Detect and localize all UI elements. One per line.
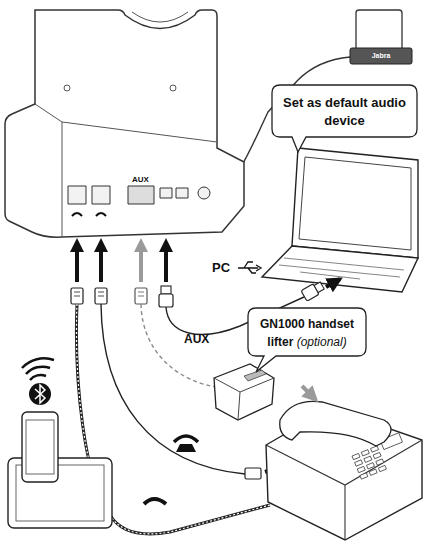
cable-plugs <box>135 288 147 304</box>
phone-symbols <box>144 499 166 504</box>
cable-plugs <box>74 292 80 296</box>
desk-phone <box>367 463 375 469</box>
node-body: Set as default audio device <box>272 85 417 137</box>
laptop <box>262 246 418 292</box>
handset-lifter <box>214 378 274 420</box>
wall-outlet <box>350 48 412 64</box>
port-arrows <box>70 238 173 282</box>
cable-plugs <box>159 294 173 307</box>
cable-plugs <box>71 288 83 304</box>
callout-text: Set as default audio device <box>283 95 406 128</box>
laptop <box>299 157 411 250</box>
base-station <box>5 10 244 237</box>
speech-bubble <box>248 308 366 372</box>
phone-symbols <box>176 444 196 452</box>
speech-bubble <box>248 308 366 372</box>
node-body: GN1000 handset lifter(optional) <box>248 308 366 356</box>
desk-phone <box>373 452 381 458</box>
bluetooth-icon <box>35 385 45 403</box>
laptop <box>279 258 404 279</box>
cable-plugs <box>161 286 171 294</box>
base-station <box>5 5 245 240</box>
cable-plugs <box>138 292 144 296</box>
callout-note: (optional) <box>297 335 347 349</box>
headset-cables <box>301 280 325 301</box>
headset-cables <box>141 304 222 388</box>
bluetooth-icon <box>22 358 54 405</box>
desk-phone <box>364 456 372 462</box>
mobile-devices <box>22 412 58 482</box>
desk-phone <box>357 466 365 472</box>
base-station <box>5 10 244 237</box>
base-station <box>198 187 210 199</box>
port-arrows <box>159 238 173 282</box>
callout-bubble: GN1000 handset lifter(optional) <box>248 308 366 356</box>
connection-label: AUX <box>184 333 209 345</box>
port-arrows <box>134 238 148 282</box>
phone-symbols <box>144 436 198 504</box>
desk-phone <box>280 401 391 446</box>
desk-phone <box>302 386 316 400</box>
desk-phone <box>355 460 363 466</box>
port-label: AUX <box>132 176 149 184</box>
desk-phone <box>371 446 379 452</box>
cable-plugs <box>98 292 104 296</box>
usb-symbol <box>238 262 261 273</box>
speech-bubble <box>272 85 417 152</box>
handset-lifter <box>214 364 274 420</box>
phone-symbols <box>174 436 198 442</box>
base-station <box>128 186 154 204</box>
desk-phone <box>352 453 360 459</box>
base-station <box>68 186 188 204</box>
connection-label: PC <box>212 261 230 274</box>
desk-phone <box>361 450 369 456</box>
wall-outlet <box>356 10 402 52</box>
handset-lifter <box>244 370 266 381</box>
laptop <box>292 148 418 258</box>
speech-bubble <box>272 85 417 152</box>
mobile-devices <box>8 412 112 528</box>
brand-label: Jabra <box>352 52 410 59</box>
handset-lifter <box>214 364 274 420</box>
desk-phone <box>376 459 384 465</box>
wall-outlet <box>350 10 412 64</box>
desk-phone <box>266 386 422 540</box>
cable-plugs <box>95 288 107 304</box>
base-station <box>35 12 217 237</box>
base-station <box>64 85 176 91</box>
node-paragraph: Set as default audio device <box>280 93 409 130</box>
port-arrows <box>70 238 84 282</box>
cable-plugs <box>71 286 173 307</box>
port-arrows <box>94 238 108 282</box>
desk-phone <box>360 473 368 479</box>
base-station <box>72 213 106 216</box>
bluetooth-icon <box>22 358 54 380</box>
mobile-devices <box>26 420 54 474</box>
speech-bubble <box>272 85 417 137</box>
desk-phone <box>378 465 386 471</box>
laptop <box>262 148 418 292</box>
bluetooth-icon <box>29 383 51 405</box>
base-station: AUX <box>5 5 245 240</box>
headset-cables <box>245 468 261 479</box>
callout-bubble: Set as default audio device <box>272 85 417 137</box>
headset-cables <box>326 279 340 287</box>
headset-cables <box>314 282 324 292</box>
desk-phone <box>369 469 377 475</box>
usb-symbol <box>238 262 261 273</box>
node-paragraph: GN1000 handset lifter(optional) <box>256 314 358 351</box>
desk-phone <box>266 440 422 540</box>
